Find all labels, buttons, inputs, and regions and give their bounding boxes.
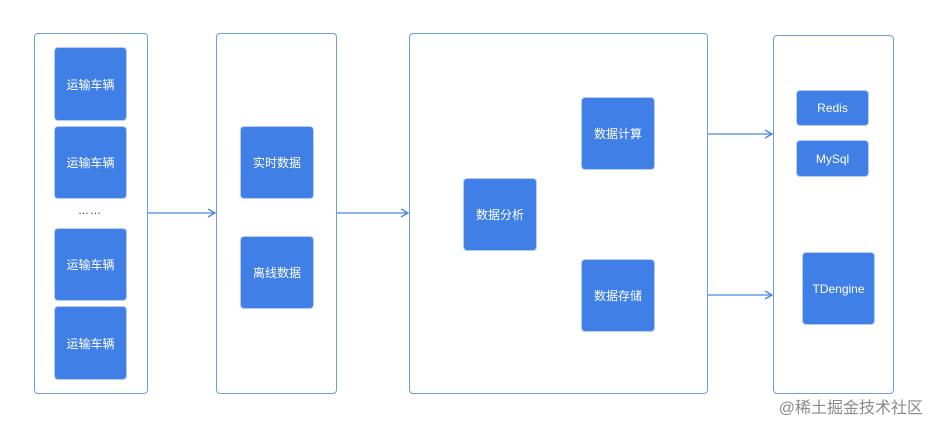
data-compute-node: 数据计算: [582, 98, 654, 169]
vehicles-ellipsis: ……: [78, 205, 102, 217]
processing-panel: [409, 33, 708, 394]
mysql-node: MySql: [797, 141, 868, 176]
redis-node: Redis: [797, 91, 868, 125]
tdengine-node: TDengine: [803, 253, 874, 324]
storage-targets-panel: [773, 35, 894, 394]
vehicle-node: 运输车辆: [55, 48, 126, 120]
data-storage-node: 数据存储: [582, 260, 654, 331]
vehicle-node: 运输车辆: [55, 127, 126, 198]
realtime-data-node: 实时数据: [241, 127, 313, 198]
offline-data-node: 离线数据: [241, 237, 313, 308]
data-types-panel: [216, 33, 337, 394]
data-analysis-node: 数据分析: [464, 179, 536, 250]
watermark-text: @稀土掘金技术社区: [778, 400, 923, 417]
vehicle-node: 运输车辆: [55, 229, 126, 300]
vehicle-node: 运输车辆: [55, 307, 126, 379]
